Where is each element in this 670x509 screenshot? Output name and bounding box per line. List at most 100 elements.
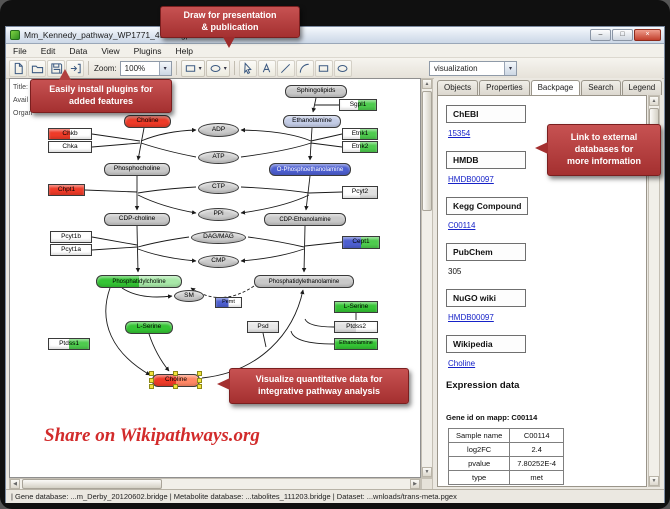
- scroll-down-icon[interactable]: ▼: [649, 476, 659, 486]
- expression-cell: 7.80252E-4: [509, 456, 565, 471]
- arc-button[interactable]: [295, 59, 314, 77]
- pathway-node-etnk1[interactable]: Etnk1: [342, 128, 378, 140]
- external-link[interactable]: HMDB00097: [448, 313, 494, 322]
- menu-plugins[interactable]: Plugins: [133, 45, 162, 56]
- scroll-right-icon[interactable]: ▶: [410, 479, 420, 489]
- horizontal-scroll-thumb[interactable]: [22, 479, 162, 489]
- close-button[interactable]: ×: [634, 29, 661, 41]
- node-label: Choline: [164, 376, 188, 384]
- scroll-up-icon[interactable]: ▲: [649, 96, 659, 106]
- line-button[interactable]: [276, 59, 295, 77]
- node-label: Psd: [257, 322, 269, 330]
- oval-dropdown-button[interactable]: ▾: [205, 59, 230, 77]
- pathway-node-ctp[interactable]: CTP: [198, 181, 239, 194]
- pathway-node-o-phosphoethanolamine[interactable]: O-Phosphoethanolamine: [269, 163, 351, 176]
- oval-button[interactable]: [333, 59, 352, 77]
- pathway-node-l-serine-right[interactable]: L-Serine: [334, 301, 378, 313]
- scroll-left-icon[interactable]: ◀: [10, 479, 20, 489]
- selection-handle[interactable]: [149, 384, 154, 389]
- pathway-node-phosphatidylethanolamine[interactable]: Phosphatidylethanolamine: [254, 275, 354, 288]
- open-folder-button[interactable]: [28, 59, 46, 77]
- menu-help[interactable]: Help: [175, 45, 193, 56]
- external-link[interactable]: C00114: [448, 221, 476, 230]
- section-header: Wikipedia: [446, 335, 526, 353]
- expression-cell: C00114: [509, 428, 565, 443]
- expression-cell: met: [509, 470, 565, 485]
- pathway-node-chka[interactable]: Chka: [48, 141, 92, 153]
- pathway-node-phosphatidylcholine[interactable]: Phosphatidylcholine: [96, 275, 182, 288]
- canvas-vertical-scrollbar[interactable]: ▲ ▼: [421, 78, 433, 478]
- pathway-node-chkb[interactable]: Chkb: [48, 128, 92, 140]
- label-button[interactable]: [257, 59, 276, 77]
- pathway-node-pcyt1a[interactable]: Pcyt1a: [50, 244, 92, 256]
- pathway-node-cdp-choline[interactable]: CDP-choline: [104, 213, 170, 226]
- callout-line: & publication: [201, 22, 259, 32]
- zoom-combobox[interactable]: 100% ▾: [119, 60, 172, 76]
- pathway-node-etnk2[interactable]: Etnk2: [342, 141, 378, 153]
- vertical-scroll-thumb[interactable]: [422, 91, 432, 211]
- combo-arrow-icon[interactable]: ▾: [158, 61, 171, 75]
- rectangle-button[interactable]: [314, 59, 333, 77]
- pathway-node-ethanolamine-bottom[interactable]: Ethanolamine: [334, 338, 378, 350]
- tab-objects[interactable]: Objects: [437, 80, 479, 95]
- pathway-node-sphingolipids[interactable]: Sphingolipids: [285, 85, 347, 98]
- menu-data[interactable]: Data: [69, 45, 88, 56]
- pathway-node-ptdss1[interactable]: Ptdss1: [48, 338, 90, 350]
- selection-handle[interactable]: [149, 371, 154, 376]
- pathway-node-cdp-ethanolamine[interactable]: CDP-Ethanolamine: [264, 213, 346, 226]
- menu-view[interactable]: View: [101, 45, 120, 56]
- tab-search[interactable]: Search: [581, 80, 621, 95]
- minimize-button[interactable]: –: [590, 29, 611, 41]
- combo-arrow-icon[interactable]: ▾: [504, 62, 516, 75]
- selection-handle[interactable]: [197, 377, 202, 383]
- tab-legend[interactable]: Legend: [621, 80, 663, 95]
- external-link[interactable]: 15354: [448, 129, 471, 138]
- selection-handle[interactable]: [197, 371, 202, 376]
- pointer-button[interactable]: [238, 59, 257, 77]
- node-label: Phosphatidylethanolamine: [268, 278, 340, 285]
- pathway-node-l-serine-left[interactable]: L-Serine: [125, 321, 173, 334]
- pathway-node-cept1[interactable]: Cept1: [342, 236, 380, 249]
- pathway-node-sgpl1[interactable]: Sgpl1: [339, 99, 377, 111]
- dropdown-arrow-icon: ▾: [223, 65, 227, 72]
- menu-file[interactable]: File: [13, 45, 27, 56]
- pathway-node-adp[interactable]: ADP: [198, 123, 239, 137]
- rectangle-dropdown-button[interactable]: ▾: [180, 59, 205, 77]
- pathway-node-atp[interactable]: ATP: [198, 151, 239, 164]
- external-link[interactable]: HMDB00097: [448, 175, 494, 184]
- pathway-node-psd[interactable]: Psd: [247, 321, 279, 333]
- pathway-node-choline[interactable]: Choline: [124, 115, 171, 128]
- new-page-icon: [14, 62, 23, 74]
- pathway-node-dag-mag[interactable]: DAG/MAG: [191, 231, 246, 244]
- pathway-node-pcyt2[interactable]: Pcyt2: [342, 186, 378, 199]
- selection-handle[interactable]: [197, 384, 202, 389]
- pathway-node-ptdss2[interactable]: Ptdss2: [334, 321, 378, 333]
- node-label: Sphingolipids: [296, 87, 336, 95]
- visualization-combobox[interactable]: visualization ▾: [429, 61, 517, 76]
- pathway-node-ppi[interactable]: PPi: [198, 208, 239, 221]
- tab-backpage[interactable]: Backpage: [530, 80, 581, 95]
- callout-line: Draw for presentation: [183, 10, 277, 21]
- new-page-button[interactable]: [9, 59, 27, 77]
- selection-handle[interactable]: [173, 371, 178, 376]
- pathway-node-chpt1[interactable]: Chpt1: [48, 184, 85, 196]
- maximize-button[interactable]: □: [612, 29, 633, 41]
- pathway-node-pemt[interactable]: Pemt: [215, 297, 242, 308]
- tab-properties[interactable]: Properties: [479, 80, 530, 95]
- pathway-node-sm[interactable]: SM: [174, 290, 204, 302]
- scroll-up-icon[interactable]: ▲: [422, 79, 432, 89]
- selection-handle[interactable]: [149, 377, 154, 383]
- menu-edit[interactable]: Edit: [40, 45, 56, 56]
- selection-handle[interactable]: [173, 384, 178, 389]
- pathway-node-phosphocholine[interactable]: Phosphocholine: [104, 163, 170, 176]
- pathway-node-pcyt1b[interactable]: Pcyt1b: [50, 231, 92, 243]
- external-link[interactable]: Choline: [448, 359, 476, 368]
- pathway-node-cmp[interactable]: CMP: [198, 255, 239, 268]
- pathway-node-ethanolamine-top[interactable]: Ethanolamine: [283, 115, 341, 128]
- scroll-down-icon[interactable]: ▼: [422, 467, 432, 477]
